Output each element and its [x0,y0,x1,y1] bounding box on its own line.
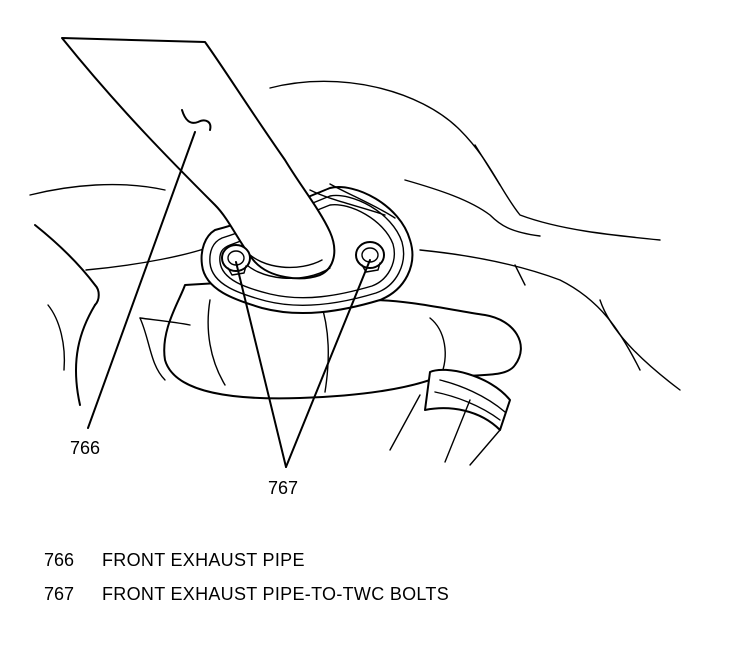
legend-item-text: FRONT EXHAUST PIPE-TO-TWC BOLTS [102,584,450,604]
hanger-clip [181,109,212,131]
leader-766 [87,131,196,429]
bolt-left [221,244,251,276]
legend: 766 FRONT EXHAUST PIPE 767 FRONT EXHAUST… [44,548,482,606]
leader-lines [87,131,371,468]
legend-item: 767 FRONT EXHAUST PIPE-TO-TWC BOLTS [44,582,482,606]
body-outline [29,80,681,391]
leader-767-right [285,259,371,468]
callout-767: 767 [268,478,299,498]
frame-rail [34,224,100,406]
legend-item-number: 766 [44,550,75,570]
callout-766: 766 [70,438,101,458]
legend-item: 766 FRONT EXHAUST PIPE [44,548,482,572]
outlet-pipe [389,368,511,466]
bolt-right [355,241,385,273]
leader-767-left [235,261,287,468]
legend-item-number: 767 [44,584,75,604]
legend-item-text: FRONT EXHAUST PIPE [102,550,305,570]
front-exhaust-pipe [61,37,336,280]
